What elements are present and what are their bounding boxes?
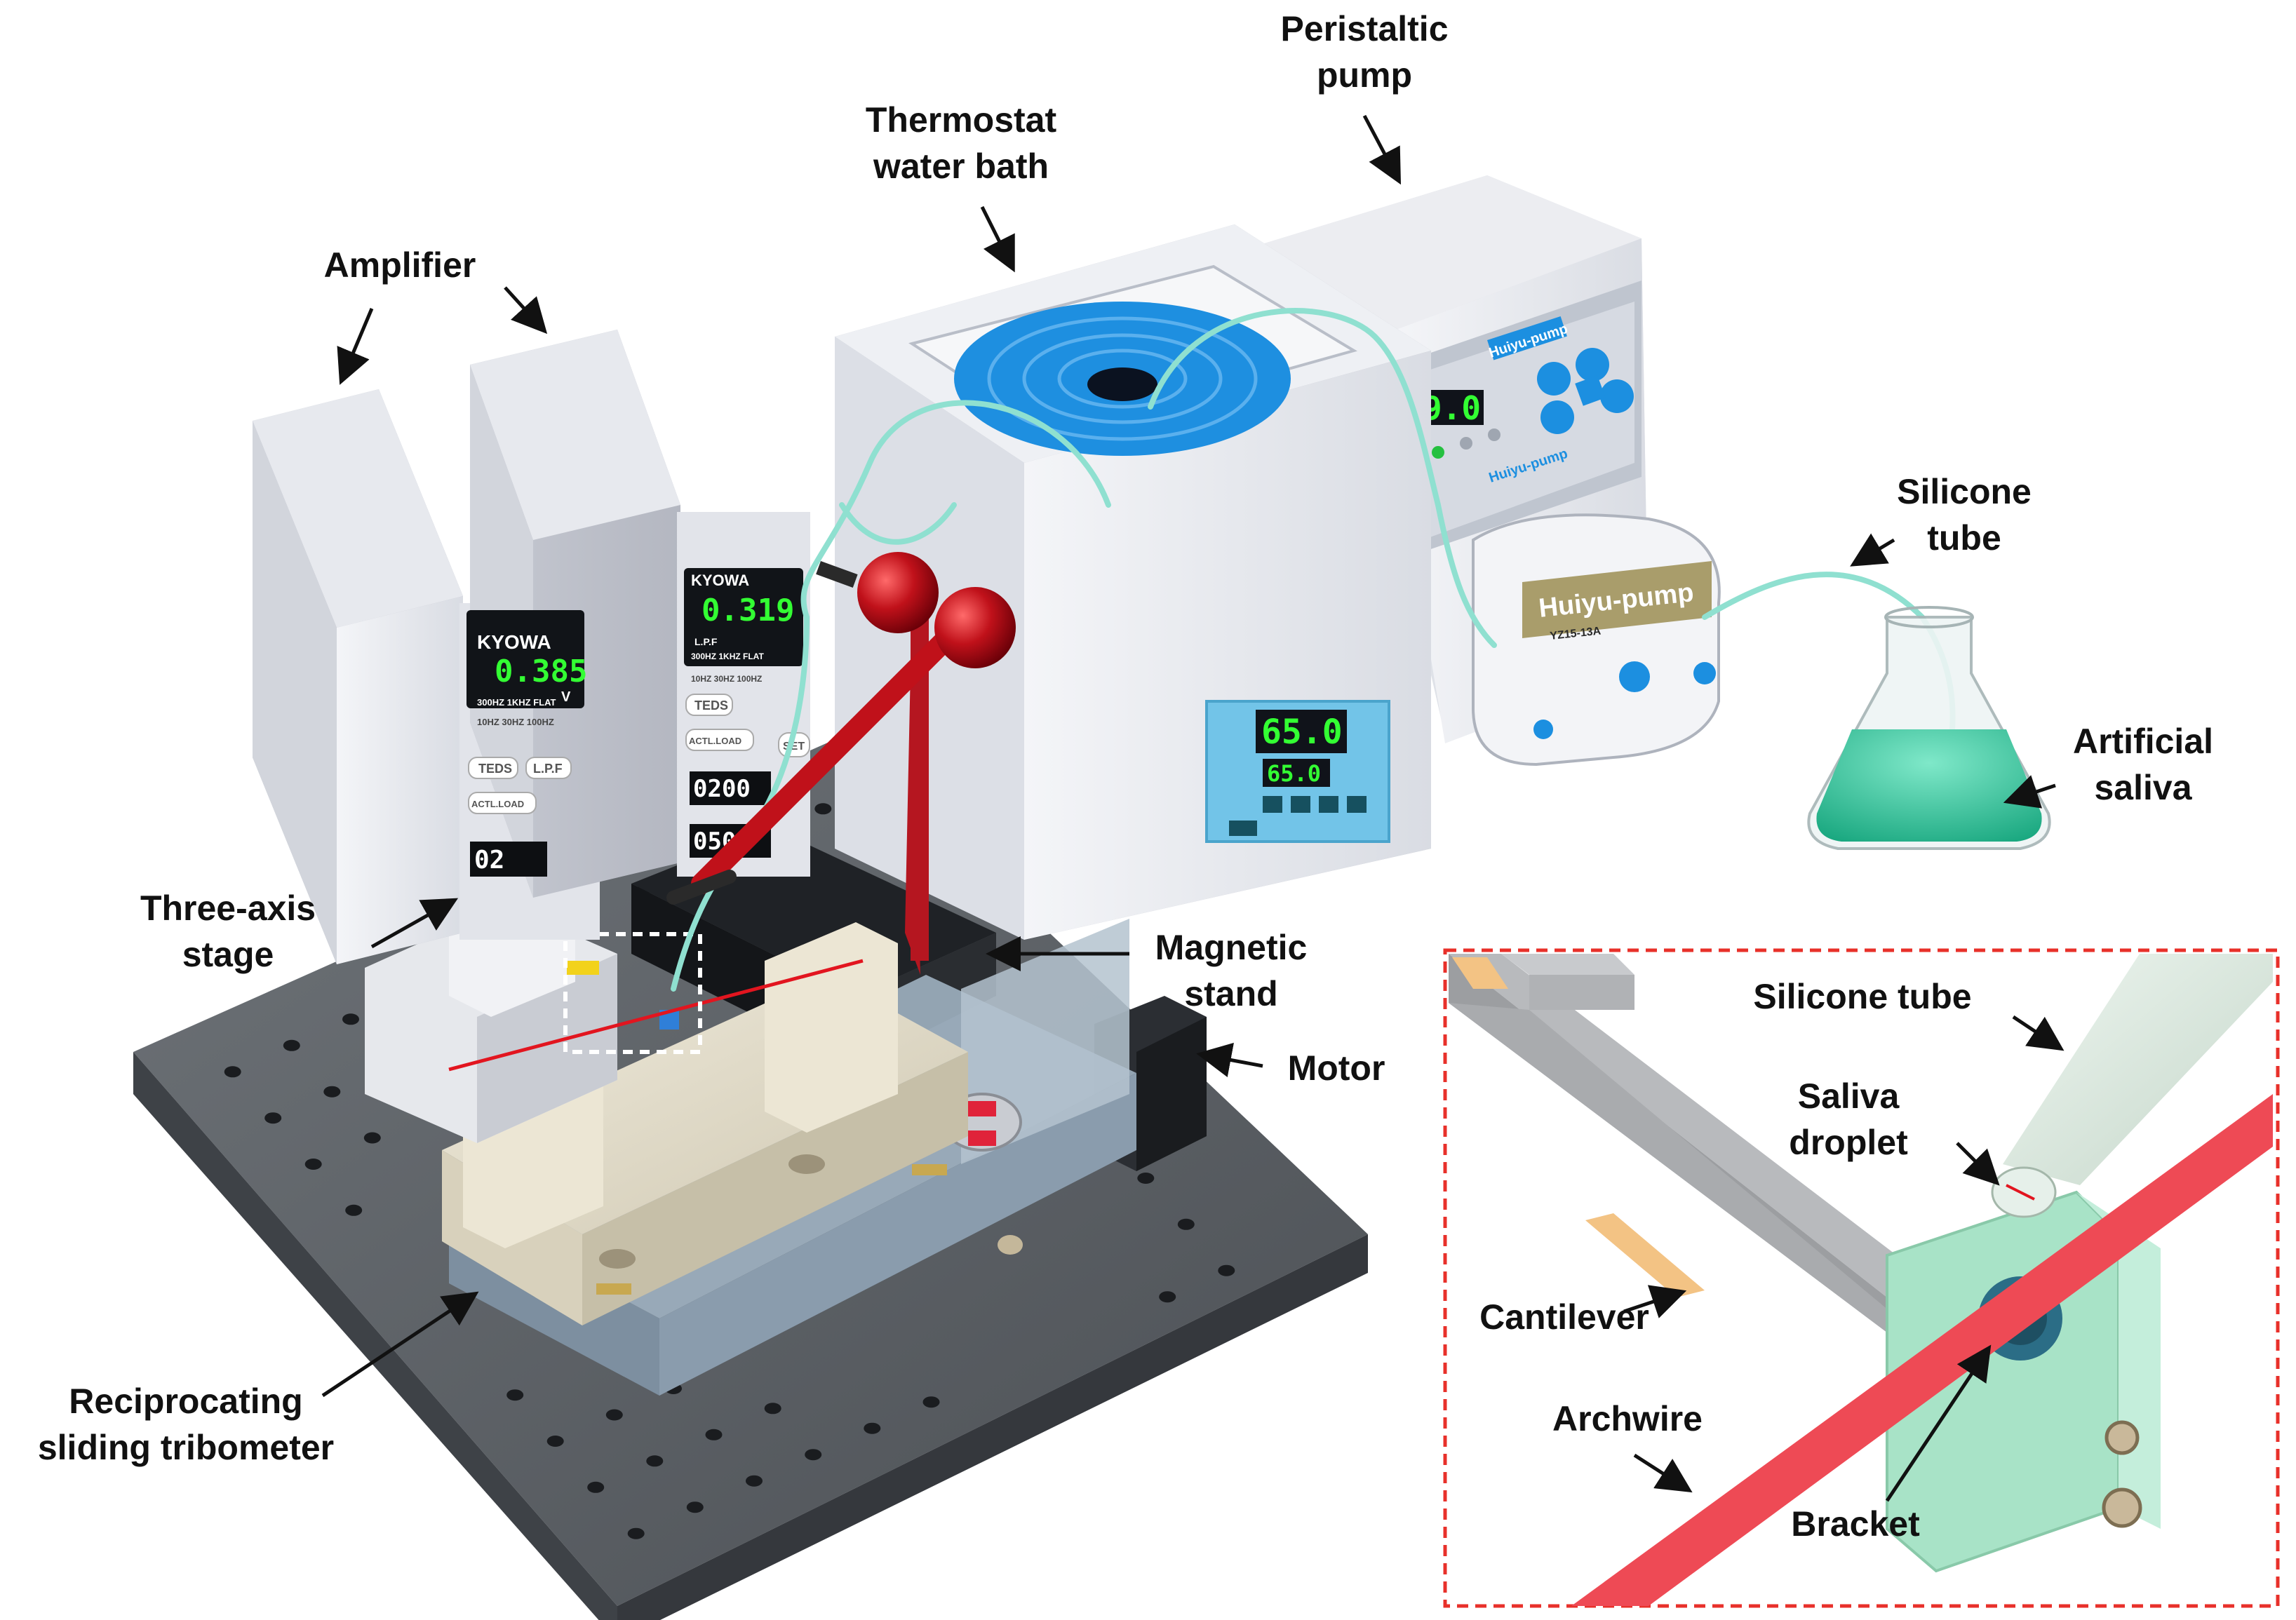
bath-display-main: 65.0 — [1261, 713, 1343, 752]
breadboard-hole — [547, 1436, 564, 1447]
bath-button-3 — [1319, 796, 1338, 813]
inset-label-silicone-tube: Silicone tube — [1719, 973, 2006, 1020]
breadboard-hole — [687, 1501, 704, 1513]
breadboard-hole — [746, 1476, 763, 1487]
pump-up-button — [1537, 362, 1571, 396]
amp-right-teds-label: TEDS — [694, 698, 728, 713]
breadboard-hole — [706, 1429, 723, 1440]
label-motor: Motor — [1270, 1045, 1403, 1091]
breadboard-hole — [587, 1482, 604, 1493]
bath-button-2 — [1291, 796, 1310, 813]
breadboard-hole — [923, 1396, 940, 1408]
label-water-bath: Thermostat water bath — [856, 97, 1066, 189]
label-peristaltic-pump-line2: pump — [1259, 52, 1470, 98]
bath-button-4 — [1347, 796, 1367, 813]
breadboard-hole — [506, 1389, 523, 1400]
label-magnetic-stand: Magnetic stand — [1136, 924, 1326, 1017]
breadboard-hole — [1218, 1265, 1235, 1276]
pump-fastforward-button — [1576, 348, 1609, 382]
breadboard-hole — [1137, 1173, 1154, 1184]
breadboard-hole — [765, 1403, 781, 1414]
bath-button-1 — [1263, 796, 1282, 813]
pump-display: 9.0 — [1423, 389, 1481, 427]
inset-label-saliva-droplet-line1: Saliva — [1754, 1073, 1943, 1119]
inset-label-cantilever: Cantilever — [1466, 1294, 1663, 1340]
label-water-bath-line1: Thermostat — [856, 97, 1066, 143]
breadboard-hole — [345, 1205, 362, 1216]
label-amplifier: Amplifier — [302, 242, 498, 288]
breadboard-hole — [224, 1066, 241, 1077]
amp-right-counter-top: 0200 — [693, 775, 751, 803]
inset-label-bracket: Bracket — [1768, 1501, 1943, 1547]
amp-right-filter-row2: 10HZ 30HZ 100HZ — [691, 674, 762, 684]
amp-right-brand: KYOWA — [691, 572, 749, 589]
breadboard-hole — [814, 803, 831, 814]
breadboard-hole — [264, 1112, 281, 1123]
amp-right-lpf-mini: L.P.F — [694, 636, 718, 647]
amp-left-display: 0.385 — [495, 654, 587, 689]
breadboard-hole — [805, 1449, 821, 1460]
label-tribometer: Reciprocating sliding tribometer — [21, 1378, 351, 1471]
pump-direction-button — [1600, 379, 1634, 413]
label-artificial-saliva-line2: saliva — [2038, 764, 2248, 811]
label-peristaltic-pump-line1: Peristaltic — [1259, 6, 1470, 52]
breadboard-hole — [1159, 1291, 1176, 1302]
inset-label-saliva-droplet-line2: droplet — [1754, 1119, 1943, 1166]
label-artificial-saliva-line1: Artificial — [2038, 718, 2248, 764]
label-silicone-tube-line1: Silicone — [1866, 468, 2062, 515]
breadboard-hole — [606, 1410, 623, 1421]
amp-left-counter: 02 — [474, 846, 504, 875]
label-silicone-tube: Silicone tube — [1866, 468, 2062, 561]
inset-label-archwire: Archwire — [1529, 1396, 1726, 1442]
amp-left-lpf-label: L.P.F — [533, 762, 563, 776]
label-tribometer-line2: sliding tribometer — [21, 1424, 351, 1471]
breadboard-hole — [864, 1423, 880, 1434]
label-silicone-tube-line2: tube — [1866, 515, 2062, 561]
label-artificial-saliva: Artificial saliva — [2038, 718, 2248, 811]
pump-down-button — [1540, 400, 1574, 434]
label-three-axis-stage-line2: stage — [123, 931, 333, 978]
label-water-bath-line2: water bath — [856, 143, 1066, 189]
amp-left-unit: V — [561, 689, 571, 705]
inset-label-saliva-droplet: Saliva droplet — [1754, 1073, 1943, 1166]
breadboard-hole — [628, 1528, 645, 1539]
bath-display-sub: 65.0 — [1267, 760, 1321, 787]
amp-left-brand: KYOWA — [477, 631, 551, 653]
breadboard-hole — [283, 1040, 300, 1051]
label-three-axis-stage-line1: Three-axis — [123, 885, 333, 931]
label-tribometer-line1: Reciprocating — [21, 1378, 351, 1424]
label-three-axis-stage: Three-axis stage — [123, 885, 333, 978]
breadboard-hole — [364, 1133, 381, 1144]
label-magnetic-stand-line1: Magnetic — [1136, 924, 1326, 971]
breadboard-hole — [1178, 1219, 1195, 1230]
amp-left-filter-row1: 300HZ 1KHZ FLAT — [477, 697, 556, 708]
saliva-droplet — [1992, 1168, 2055, 1217]
label-peristaltic-pump: Peristaltic pump — [1259, 6, 1470, 98]
amp-right-display: 0.319 — [701, 593, 794, 628]
breadboard-hole — [646, 1455, 663, 1466]
amp-right-actl-label: ACTL.LOAD — [689, 736, 741, 746]
stand-knob-left — [857, 552, 939, 633]
breadboard-hole — [323, 1086, 340, 1098]
amp-left-teds-label: TEDS — [478, 762, 512, 776]
artificial-saliva-flask — [1808, 607, 2049, 849]
label-magnetic-stand-line2: stand — [1136, 971, 1326, 1017]
amp-right-filter-row1: 300HZ 1KHZ FLAT — [691, 652, 764, 661]
stand-knob-right — [934, 587, 1016, 668]
amp-left-actl-label: ACTL.LOAD — [471, 799, 524, 809]
breadboard-hole — [305, 1159, 322, 1170]
amp-left-filter-row2: 10HZ 30HZ 100HZ — [477, 717, 554, 727]
breadboard-hole — [342, 1013, 359, 1025]
